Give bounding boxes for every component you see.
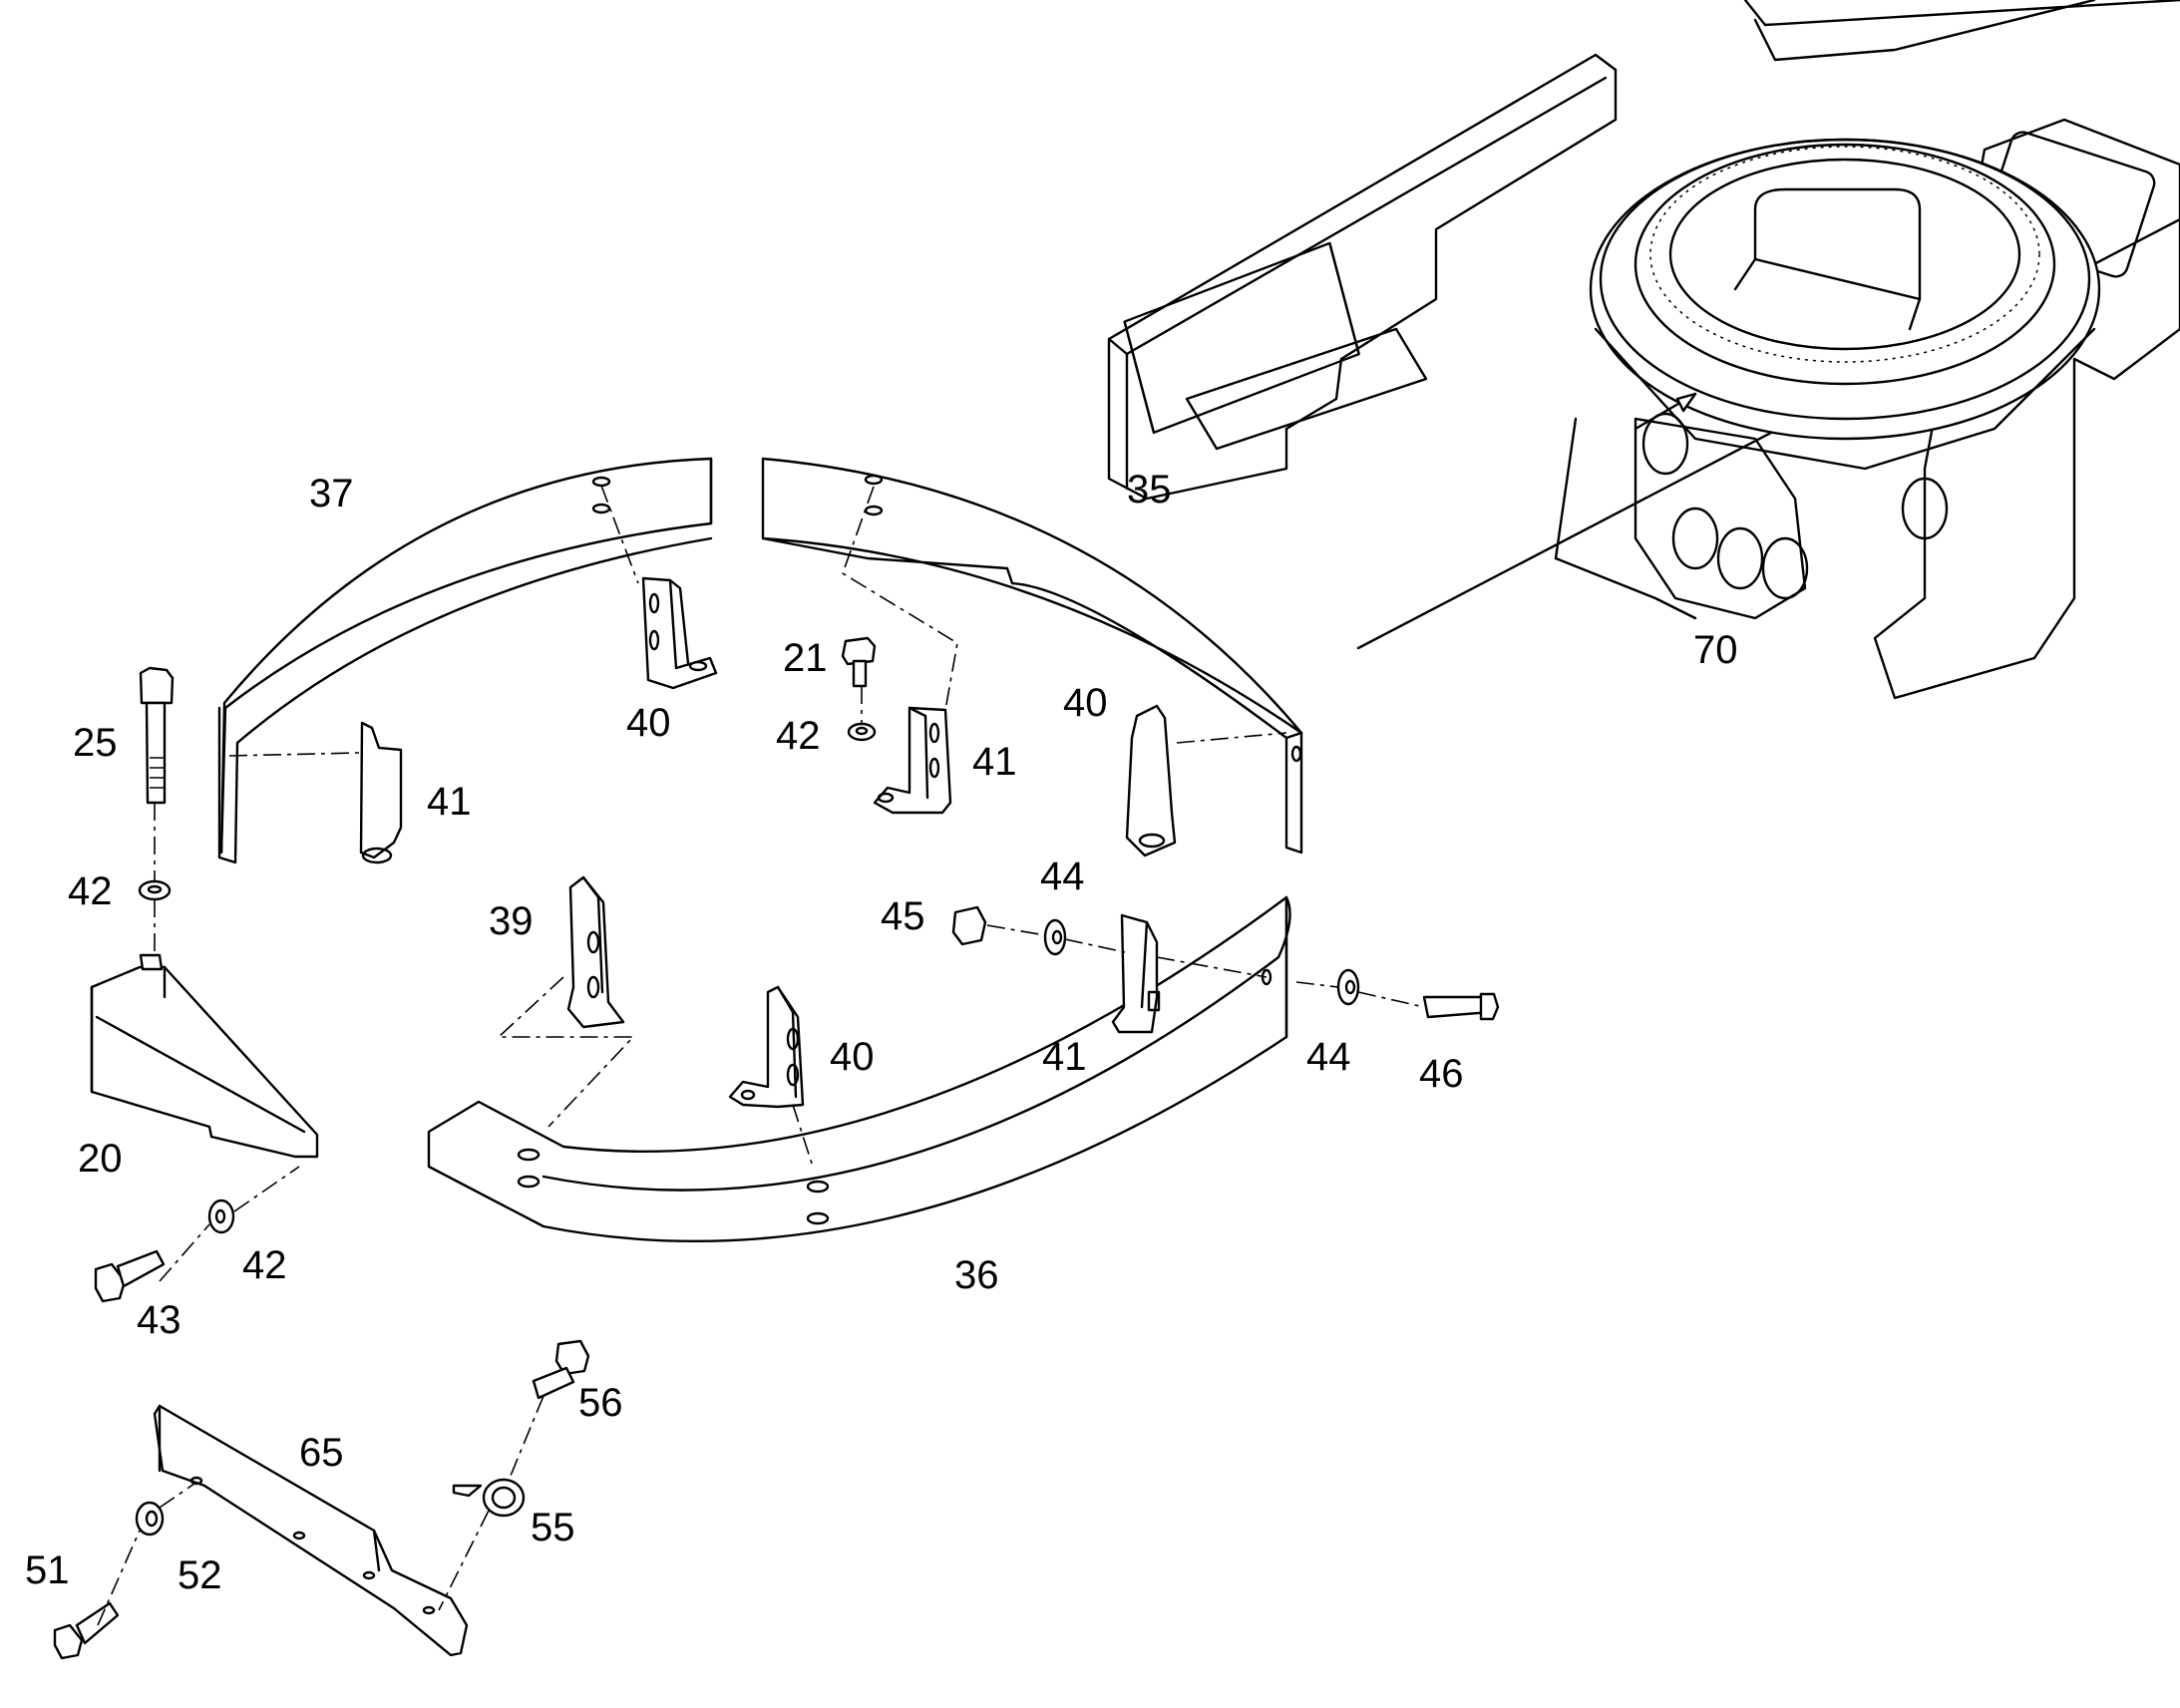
callout-41-left: 41: [427, 780, 472, 824]
callout-55: 55: [531, 1506, 575, 1549]
plate-65: [153, 1404, 469, 1657]
callout-45: 45: [881, 894, 925, 938]
callout-65: 65: [299, 1431, 344, 1475]
callout-40-lower: 40: [830, 1035, 875, 1079]
callout-41-right: 41: [1042, 1035, 1087, 1079]
washer-42-bottom: [207, 1198, 235, 1234]
callout-70: 70: [1693, 628, 1738, 672]
callout-36: 36: [954, 1253, 999, 1297]
bolt-56: [532, 1339, 590, 1400]
callout-35: 35: [1127, 468, 1172, 512]
bracket-41-left: [359, 721, 403, 864]
leader-lines: [97, 485, 1425, 1626]
callout-51: 51: [25, 1548, 70, 1592]
clamp-55: [452, 1478, 526, 1518]
shield-35: [761, 457, 1303, 854]
washer-44-left: [1043, 918, 1067, 956]
callout-46: 46: [1419, 1052, 1464, 1096]
bracket-39: [566, 875, 625, 1029]
bracket-40-lower: [728, 985, 805, 1109]
washer-52: [135, 1501, 165, 1537]
bracket-41-center: [873, 706, 952, 815]
callout-42-bottom: 42: [242, 1243, 287, 1287]
callout-20: 20: [78, 1137, 123, 1181]
callout-labels: 70 37 35 40 21 42 41 40 25 41 42 39 44 4…: [25, 468, 1738, 1597]
shield-37: [217, 457, 713, 864]
cover-20: [90, 953, 319, 1159]
callout-44-right: 44: [1306, 1035, 1351, 1079]
bolt-43: [94, 1249, 166, 1303]
callout-43: 43: [137, 1298, 182, 1342]
callout-44-left: 44: [1040, 854, 1085, 898]
callout-41-center: 41: [972, 740, 1017, 784]
bracket-41-right: [1111, 913, 1161, 1034]
callout-25: 25: [73, 721, 118, 765]
bolt-46: [1422, 992, 1500, 1021]
callout-40-right: 40: [1063, 681, 1108, 725]
callout-40-upper: 40: [626, 701, 671, 745]
bolt-51: [53, 1601, 120, 1660]
washer-42-top: [138, 879, 172, 901]
callout-42-center: 42: [776, 714, 821, 758]
bracket-40-right: [1125, 704, 1177, 857]
nut-45: [951, 905, 987, 946]
callout-42-top: 42: [68, 869, 113, 913]
bracket-40-upper: [641, 576, 718, 690]
callout-37: 37: [309, 472, 354, 515]
bolt-25: [139, 666, 175, 805]
callout-39: 39: [489, 899, 534, 943]
shield-36: [427, 895, 1291, 1243]
callout-21: 21: [783, 636, 828, 680]
callout-56: 56: [578, 1381, 623, 1425]
bolt-21: [841, 636, 877, 688]
washer-42-center: [847, 722, 877, 742]
upper-frame-70: [1107, 0, 2180, 700]
callout-52: 52: [178, 1553, 222, 1597]
